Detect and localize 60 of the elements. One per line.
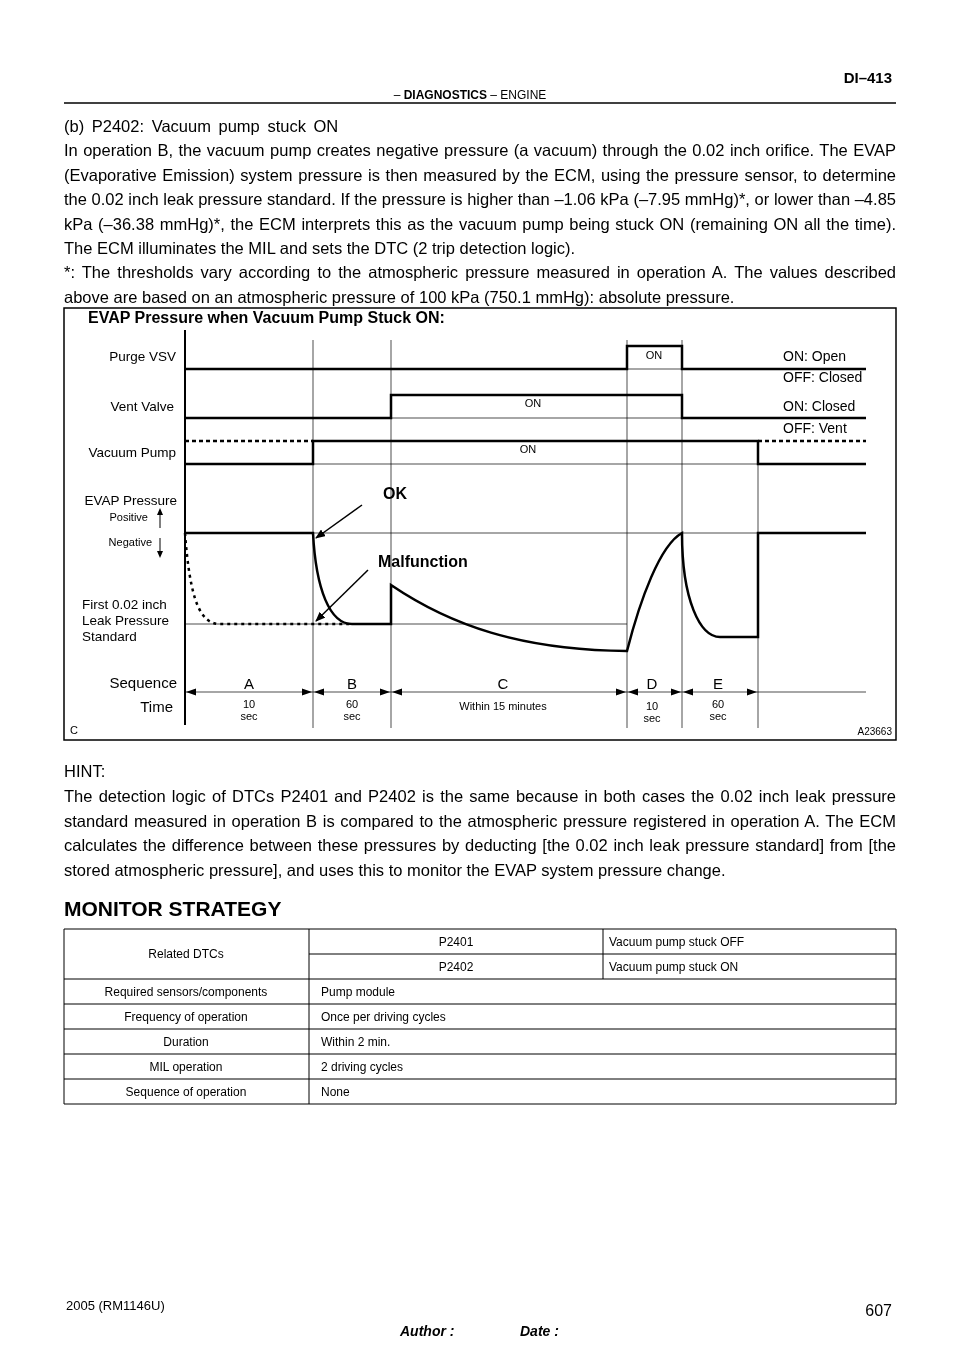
duration-label: 10 sec — [239, 698, 259, 722]
hint-heading: HINT: — [64, 762, 107, 782]
section-heading: MONITOR STRATEGY — [64, 896, 283, 922]
state-legend: OFF: Closed — [783, 368, 893, 386]
sequence-letter: A — [243, 675, 255, 693]
sequence-letter: D — [645, 675, 659, 693]
row-label: Time — [139, 698, 173, 716]
signal-name: Vacuum Pump — [87, 444, 176, 462]
callout-text: OK — [383, 485, 407, 503]
level-label: First 0.02 inch Leak Pressure Standard — [82, 597, 171, 645]
sequence-letter: C — [496, 675, 510, 693]
diagram-title: EVAP Pressure when Vacuum Pump Stuck ON: — [88, 308, 446, 328]
cell-value: Once per driving cycles — [321, 1009, 447, 1024]
duration-label: 60 sec — [342, 698, 362, 722]
axis-label: Negative — [107, 536, 152, 550]
cell-value: 2 driving cycles — [321, 1059, 405, 1074]
row-label: Related DTCs — [147, 946, 225, 962]
row-label: Duration — [162, 1034, 210, 1049]
figure-code: C — [70, 724, 79, 738]
footer-field-label: Author : — [400, 1322, 456, 1340]
cell-value: P2401 — [437, 934, 475, 949]
leader-arrow — [315, 504, 363, 539]
state-label: ON — [523, 397, 543, 411]
cell-value: Pump module — [321, 984, 397, 999]
sequence-letter: B — [346, 675, 358, 693]
page-header: – DIAGNOSTICS – ENGINE — [392, 87, 548, 103]
row-label: Sequence — [108, 674, 177, 692]
callout-text: Malfunction — [378, 553, 468, 571]
footer-field-label: Date : — [520, 1322, 560, 1340]
state-legend: OFF: Vent — [783, 419, 893, 437]
duration-label: Within 15 minutes — [458, 700, 548, 714]
body-paragraph: In operation B, the vacuum pump creates negative pressure (a vacuum) through the 0.02 inch orifice. The EVAP (Evaporative Emission) system pressure is then measured by the ECM, using the pressure sensor, to determine the 0.02 inch leak pressure standard. If the pressure is higher than –1.06 kPa (–7.95 mmHg)*, or lower than –4.85 kPa (–36.38 mmHg)*, the ECM interprets this as the vacuum pump being stuck ON (remaining ON all the time). The ECM illuminates the MIL and sets the DTC (2 trip detection logic). — [64, 139, 896, 259]
section-heading: (b) P2402: Vacuum pump stuck ON — [64, 117, 340, 137]
signal-name: EVAP Pressure — [83, 492, 177, 510]
cell-value: Vacuum pump stuck OFF — [609, 934, 746, 949]
duration-label: 10 sec — [642, 700, 662, 724]
cell-value: Within 2 min. — [321, 1034, 392, 1049]
page-number: DI–413 — [842, 69, 892, 87]
hint-paragraph: The detection logic of DTCs P2401 and P2402 is the same because in both cases the 0.02 inch leak pressure standard measured in operation B is compared to the atmospheric pressure registered in operation A. The ECM calculates the difference between these pressures by deducting [the 0.02 inch leak pressure standard] from [the stored atmospheric pressure], and uses this to monitor the EVAP system pressure change. — [64, 786, 896, 881]
row-label: Required sensors/components — [103, 984, 269, 999]
axis-label: Positive — [108, 511, 148, 525]
row-label: Sequence of operation — [124, 1084, 248, 1099]
row-label: MIL operation — [148, 1059, 224, 1074]
state-label: ON — [518, 443, 538, 457]
state-label: ON — [644, 349, 664, 363]
duration-label: 60 sec — [708, 698, 728, 722]
page-footer: 2005 (RM1146U) — [66, 1298, 366, 1314]
row-label: Frequency of operation — [123, 1009, 249, 1024]
signal-name: Vent Valve — [109, 398, 174, 416]
footnote-paragraph: *: The thresholds vary according to the atmospheric pressure measured in operation A. The values described above are based on an atmospheric pressure of 100 kPa (750.1 mmHg): absolute pressure. — [64, 261, 896, 308]
page-number: 607 — [864, 1301, 892, 1321]
state-legend: ON: Open — [783, 347, 893, 365]
sequence-letter: E — [712, 675, 724, 693]
state-legend: ON: Closed — [783, 397, 893, 415]
figure-code: A23663 — [856, 726, 892, 738]
leader-arrow — [315, 569, 369, 622]
cell-value: Vacuum pump stuck ON — [609, 959, 740, 974]
cell-value: None — [321, 1084, 351, 1099]
cell-value: P2402 — [437, 959, 475, 974]
signal-name: Purge VSV — [108, 348, 176, 366]
